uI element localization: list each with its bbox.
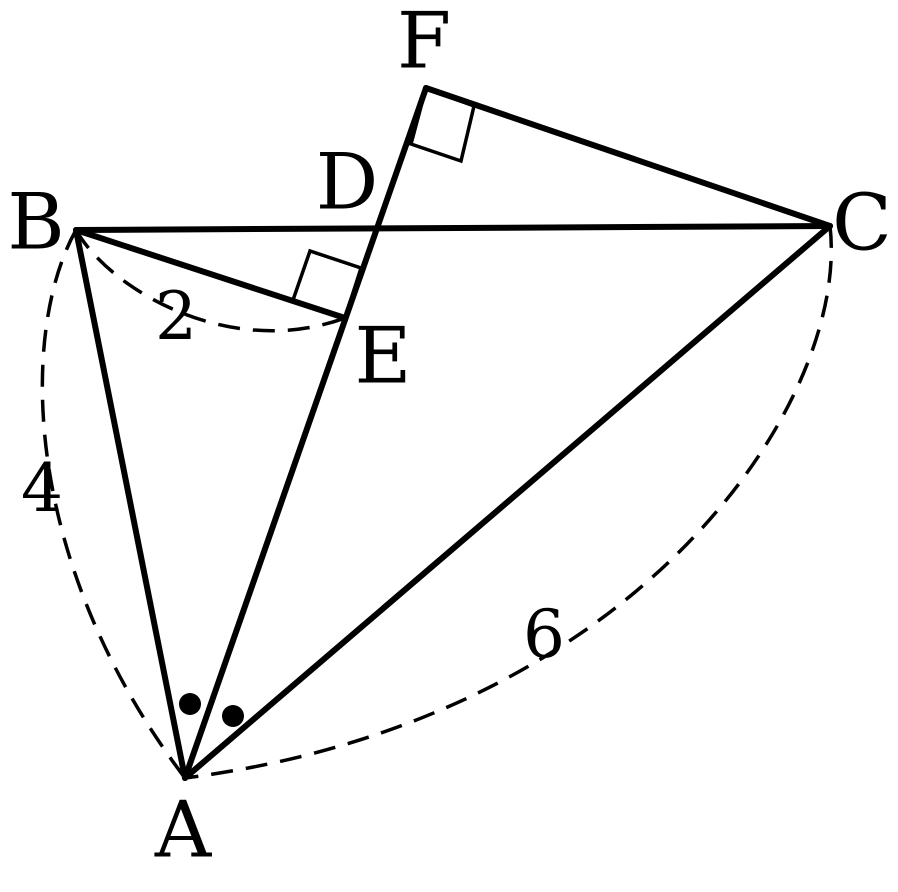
angle-dot-eac: [222, 705, 244, 727]
measure-arc-ac: [184, 225, 833, 780]
measure-ac: 6: [523, 596, 565, 673]
label-d: D: [316, 138, 379, 228]
label-c: C: [832, 179, 892, 269]
label-f: F: [397, 0, 451, 87]
label-e: E: [355, 312, 412, 402]
angle-dot-bae: [179, 693, 201, 715]
label-b: B: [7, 178, 64, 268]
measure-ab: 4: [21, 450, 63, 527]
label-a: A: [154, 786, 213, 876]
segment-bc: [73, 223, 833, 233]
segment-be: [73, 227, 348, 321]
measure-be: 2: [155, 278, 197, 355]
measure-arc-be: [74, 229, 346, 333]
segment-af: [182, 85, 429, 781]
measure-arc-ab: [40, 229, 187, 780]
segment-fc: [423, 85, 833, 229]
segment-ac: [182, 223, 833, 781]
segment-ab: [73, 227, 188, 781]
